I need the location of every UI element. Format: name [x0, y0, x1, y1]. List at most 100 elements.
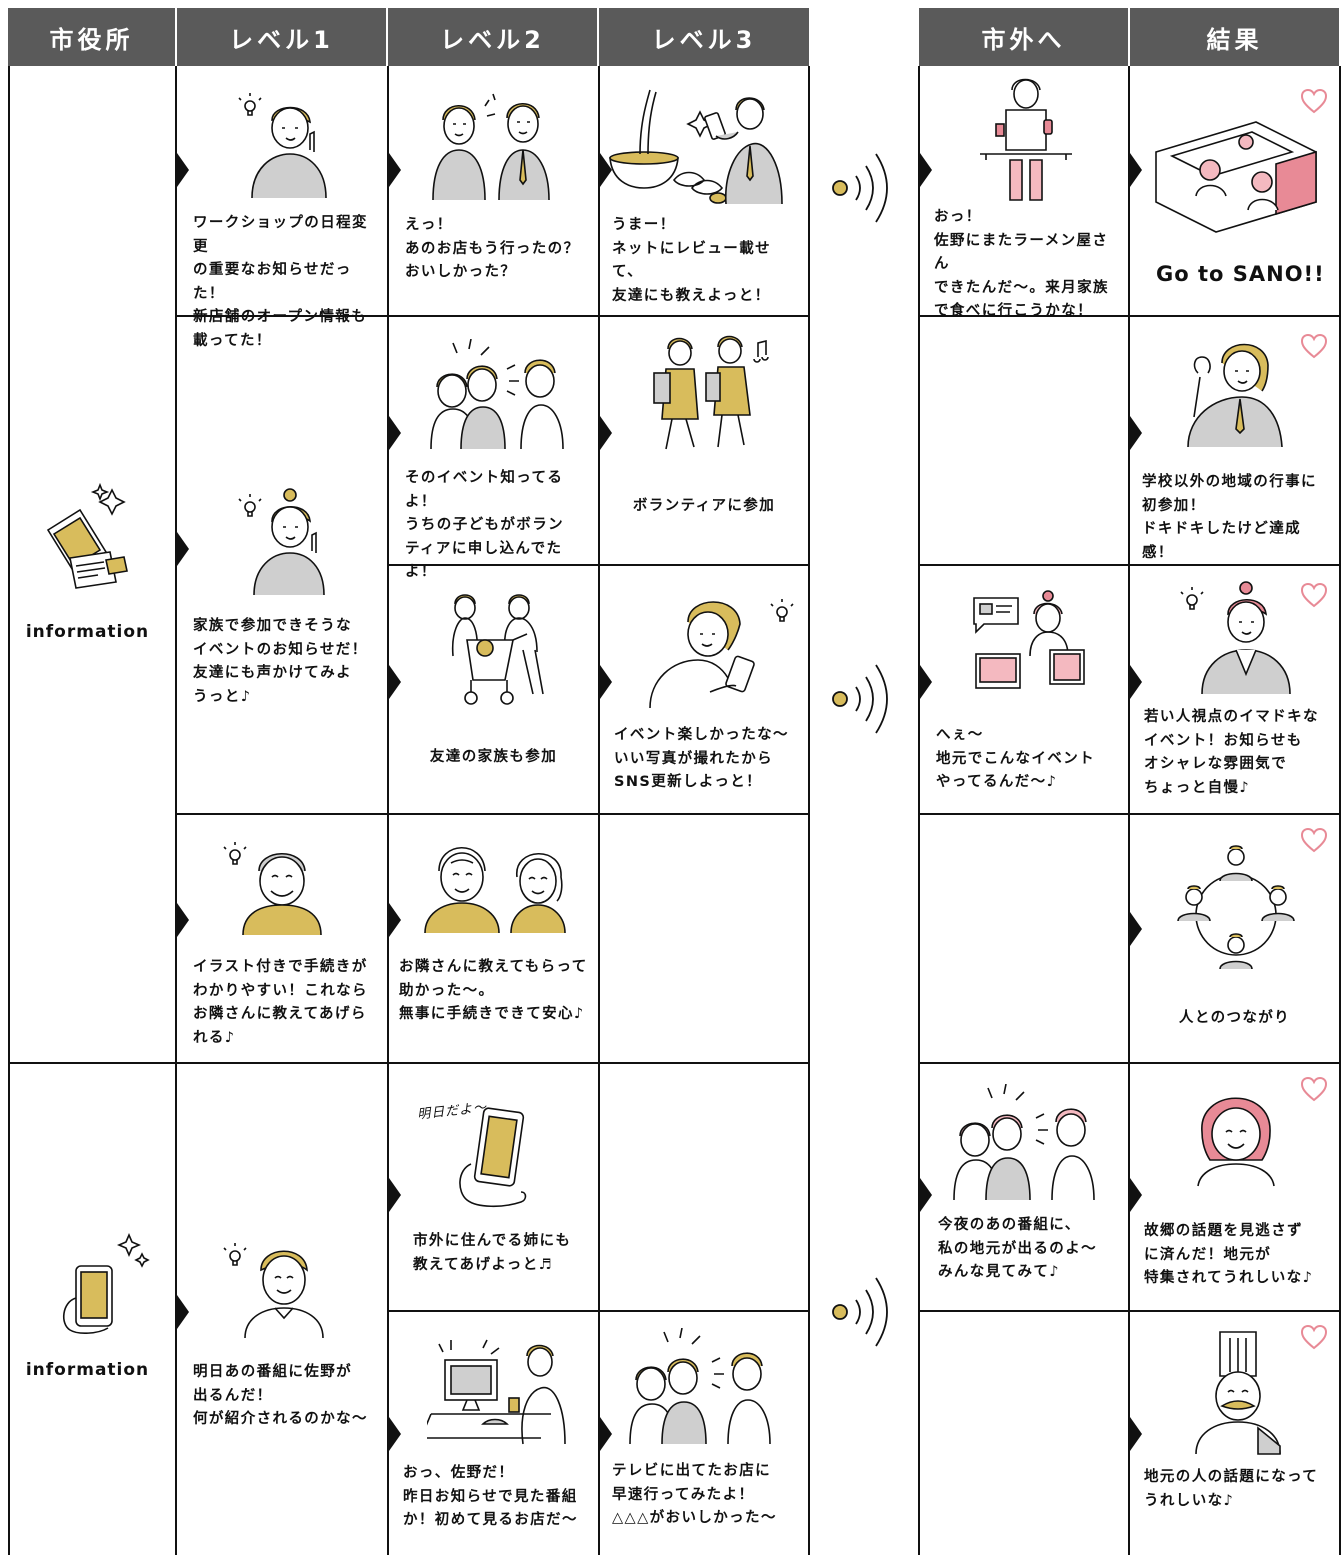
- man-watching-tv-icon: [427, 1339, 566, 1445]
- coworkers-talking-icon: [432, 93, 550, 201]
- result-cell-first-time: 学校以外の地域の行事に 初参加！ ドキドキしたけど達成感！: [1130, 317, 1339, 564]
- level2-cell-tv: おっ、佐野だ！ 昨日お知らせで見た番組 か！初めて見るお店だ～: [389, 1312, 598, 1555]
- woman-bun-idea-icon: [238, 488, 325, 596]
- header-outside: 市外へ: [919, 8, 1128, 66]
- source-label: information: [25, 622, 150, 642]
- heart-icon: [1300, 333, 1328, 359]
- car-trip-icon: [1155, 121, 1317, 233]
- flow-arrow: [389, 665, 401, 699]
- student-fist-pump-icon: [1187, 343, 1283, 448]
- grid-line: [175, 66, 177, 1555]
- outside-cell-event: へぇ～ 地元でこんなイベント やってるんだ～♪: [920, 566, 1128, 813]
- flow-arrow: [389, 416, 401, 450]
- flow-arrow: [177, 903, 189, 937]
- grid-line: [387, 564, 810, 566]
- signal-icon: [832, 1277, 888, 1347]
- flow-arrow: [389, 1417, 401, 1451]
- grid-line: [918, 1062, 1341, 1064]
- flow-arrow: [920, 153, 932, 187]
- grid-line: [1339, 66, 1341, 1555]
- level3-cell-sns: イベント楽しかったな～ いい写真が撮れたから SNS更新しよっと！: [600, 566, 808, 813]
- grid-line: [8, 66, 10, 1555]
- header-level3: レベル3: [599, 8, 809, 66]
- grid-line: [175, 813, 810, 815]
- level2-cell-sister: 明日だよ～ 市外に住んでる姉にも 教えてあげよっと♬: [389, 1064, 598, 1310]
- flow-arrow: [600, 665, 612, 699]
- ramen-review-icon: [609, 89, 783, 205]
- people-network-icon: [1177, 845, 1295, 970]
- grid-line: [387, 66, 389, 1555]
- signal-icon: [832, 664, 888, 734]
- smartphone-icon: [63, 1232, 150, 1334]
- level3-text: うまー！ ネットにレビュー載せて、 友達にも教えよっと！: [612, 217, 771, 304]
- flow-arrow: [177, 153, 189, 187]
- level1-cell-workshop: ワークショップの日程変更 の重要なお知らせだった！ 新店舗のオープン情報も 載っ…: [177, 66, 387, 349]
- result-text: 地元の人の話題になって うれしいな♪: [1144, 1469, 1319, 1509]
- result-cell-proud: 若い人視点のイマドキな イベント！お知らせも オシャレな雰囲気で ちょっと自慢♪: [1130, 566, 1339, 813]
- level1-text: ワークショップの日程変更 の重要なお知らせだった！ 新店舗のオープン情報も 載っ…: [193, 215, 368, 349]
- level2-text: 市外に住んでる姉にも 教えてあげよっと♬: [413, 1233, 572, 1273]
- outside-cell-tvshow: 今夜のあの番組に、 私の地元が出るのよ～ みんな見てみて♪: [920, 1064, 1128, 1310]
- level1-cell-event: 家族で参加できそうな イベントのお知らせだ！ 友達にも声かけてみよ うっと♪: [177, 317, 387, 813]
- outside-text: 今夜のあの番組に、 私の地元が出るのよ～ みんな見てみて♪: [938, 1217, 1097, 1280]
- result-text: 故郷の話題を見逃さず に済んだ！地元が 特集されてうれしいな♪: [1144, 1223, 1314, 1286]
- grid-line: [918, 813, 1341, 815]
- header-city-hall: 市役所: [8, 8, 175, 66]
- grid-line: [8, 1062, 810, 1064]
- level2-text: そのイベント知ってるよ！ うちの子どもがボラン ティアに申し込んでたよ！: [405, 470, 564, 580]
- result-text: 学校以外の地域の行事に 初参加！ ドキドキしたけど達成感！: [1142, 474, 1317, 561]
- flow-arrow: [389, 903, 401, 937]
- woman-idea-icon: [238, 93, 327, 199]
- flow-arrow: [177, 532, 189, 566]
- man-idea-icon: [223, 1243, 324, 1339]
- grid-line: [175, 315, 810, 317]
- level2-text: お隣さんに教えてもらって 助かった～。 無事に手続きできて安心♪: [399, 959, 588, 1022]
- level2-cell-neighbor: お隣さんに教えてもらって 助かった～。 無事に手続きできて安心♪: [389, 815, 598, 1062]
- level2-cell-friends-family: 友達の家族も参加: [389, 566, 598, 813]
- level2-cell-shop: えっ！ あのお店もう行ったの？ おいしかった？: [389, 66, 598, 315]
- level1-text: 家族で参加できそうな イベントのお知らせだ！ 友達にも声かけてみよ うっと♪: [193, 618, 368, 705]
- grid-line: [918, 315, 1341, 317]
- level3-cell-ramen: うまー！ ネットにレビュー載せて、 友達にも教えよっと！: [600, 66, 808, 315]
- level2-text: えっ！ あのお店もう行ったの？ おいしかった？: [405, 217, 580, 280]
- outside-text: へぇ～ 地元でこんなイベント やってるんだ～♪: [936, 727, 1095, 790]
- result-text: 人とのつながり: [1178, 1010, 1291, 1026]
- level1-text: イラスト付きで手続きが わかりやすい！これなら お隣さんに教えてあげら れる♪: [193, 959, 368, 1046]
- flow-arrow: [1130, 1178, 1142, 1212]
- result-goto-text: Go to SANO!!: [1156, 262, 1325, 286]
- grid-line: [1128, 66, 1130, 1555]
- level3-cell-tvshop: テレビに出てたお店に 早速行ってみたよ！ △△△がおいしかった～: [600, 1312, 808, 1555]
- signal-icon: [832, 153, 888, 223]
- level2-text: 友達の家族も参加: [429, 749, 558, 765]
- level3-text: テレビに出てたお店に 早速行ってみたよ！ △△△がおいしかった～: [612, 1463, 777, 1526]
- flow-arrow: [600, 1417, 612, 1451]
- grid-line: [808, 66, 810, 1555]
- grid-line: [387, 1310, 810, 1312]
- flow-arrow: [1130, 153, 1142, 187]
- flow-arrow: [1130, 665, 1142, 699]
- result-cell-connection: 人とのつながり: [1130, 815, 1339, 1062]
- flow-arrow: [389, 1178, 401, 1212]
- woman-suit-idea-icon: [1180, 581, 1291, 695]
- level1-cell-procedure: イラスト付きで手続きが わかりやすい！これなら お隣さんに教えてあげら れる♪: [177, 815, 387, 1062]
- chef-icon: [1195, 1331, 1281, 1455]
- result-cell-hometown: 故郷の話題を見逃さず に済んだ！地元が 特集されてうれしいな♪: [1130, 1064, 1339, 1310]
- level3-cell-volunteer: ボランティアに参加: [600, 317, 808, 564]
- level1-cell-tvshow: 明日あの番組に佐野が 出るんだ！ 何が紹介されるのかな～: [177, 1064, 387, 1555]
- woman-phone-idea-icon: [649, 599, 794, 709]
- flow-arrow: [1130, 1417, 1142, 1451]
- level1-text: 明日あの番組に佐野が 出るんだ！ 何が紹介されるのかな～: [193, 1364, 368, 1427]
- flyer-icon: [46, 482, 128, 589]
- level2-text: おっ、佐野だ！ 昨日お知らせで見た番組 か！初めて見るお店だ～: [403, 1465, 578, 1528]
- heart-icon: [1300, 827, 1328, 853]
- result-cell-local-talk: 地元の人の話題になって うれしいな♪: [1130, 1312, 1339, 1555]
- header-level2: レベル2: [388, 8, 597, 66]
- outside-text: おっ！ 佐野にまたラーメン屋さん できたんだ～。来月家族 で食べに行こうかな！: [934, 209, 1109, 319]
- flow-arrow: [920, 665, 932, 699]
- flow-arrow: [920, 1178, 932, 1212]
- heart-icon: [1300, 1076, 1328, 1102]
- flow-arrow: [177, 1295, 189, 1329]
- flow-arrow: [1130, 912, 1142, 946]
- header-level1: レベル1: [177, 8, 386, 66]
